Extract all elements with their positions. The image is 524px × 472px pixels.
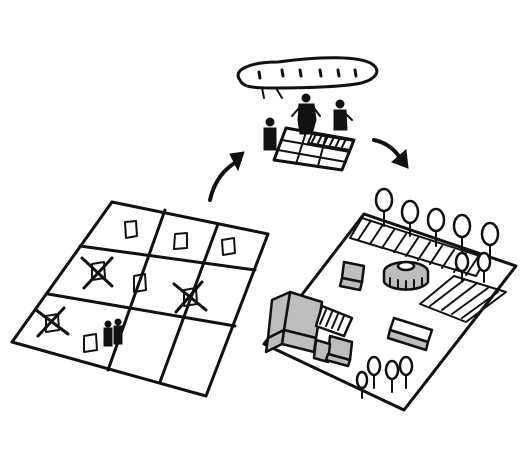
- workshop-plan-grid: [277, 131, 351, 167]
- hatched-area-right: [419, 275, 507, 323]
- grid-line-left: [10, 200, 114, 344]
- tree-icon: [374, 187, 394, 227]
- building-complex: [264, 290, 354, 368]
- block-top-right: [221, 237, 236, 256]
- tree-icon: [476, 251, 492, 283]
- people-icon: [103, 318, 123, 347]
- block-center: [133, 273, 147, 293]
- arrow-up-right-icon: [208, 151, 245, 202]
- grid-line-right: [204, 232, 270, 398]
- building-small: [338, 260, 366, 292]
- grid-line-v2: [158, 222, 220, 384]
- grid-line-h2: [46, 292, 237, 328]
- workshop-plan-hatch: [307, 133, 355, 151]
- speech-dots: [257, 68, 358, 80]
- site-grid: [10, 200, 270, 398]
- tree-icon: [454, 251, 470, 283]
- person-icon: [291, 93, 321, 135]
- round-pavilion: [382, 260, 430, 291]
- crossed-block-mid-right: [172, 280, 208, 314]
- block-bottom-mid: [83, 333, 98, 353]
- crossed-block-bottom-left: [34, 306, 70, 338]
- tree-icon: [384, 359, 400, 393]
- resulting-site-plan: [262, 187, 518, 412]
- tree-icon: [400, 199, 420, 237]
- arrow-down-right-icon: [372, 138, 409, 169]
- person-icon: [333, 99, 353, 131]
- grid-line-top: [110, 200, 270, 236]
- building-bar: [386, 316, 434, 352]
- person-icon: [263, 117, 277, 151]
- tree-icon: [426, 207, 446, 247]
- tree-icon: [480, 221, 500, 261]
- grid-line-h1: [78, 244, 257, 272]
- speech-bubble: [236, 56, 379, 90]
- speech-tail: [261, 87, 283, 99]
- tree-icon: [452, 213, 472, 253]
- crossed-block-mid-left: [80, 256, 114, 290]
- block-top-mid: [173, 232, 188, 250]
- tree-icon: [398, 355, 414, 389]
- tree-icon: [355, 370, 369, 399]
- community-workshop: [236, 56, 379, 172]
- tree-icon: [366, 355, 382, 389]
- block-top-left: [124, 220, 138, 239]
